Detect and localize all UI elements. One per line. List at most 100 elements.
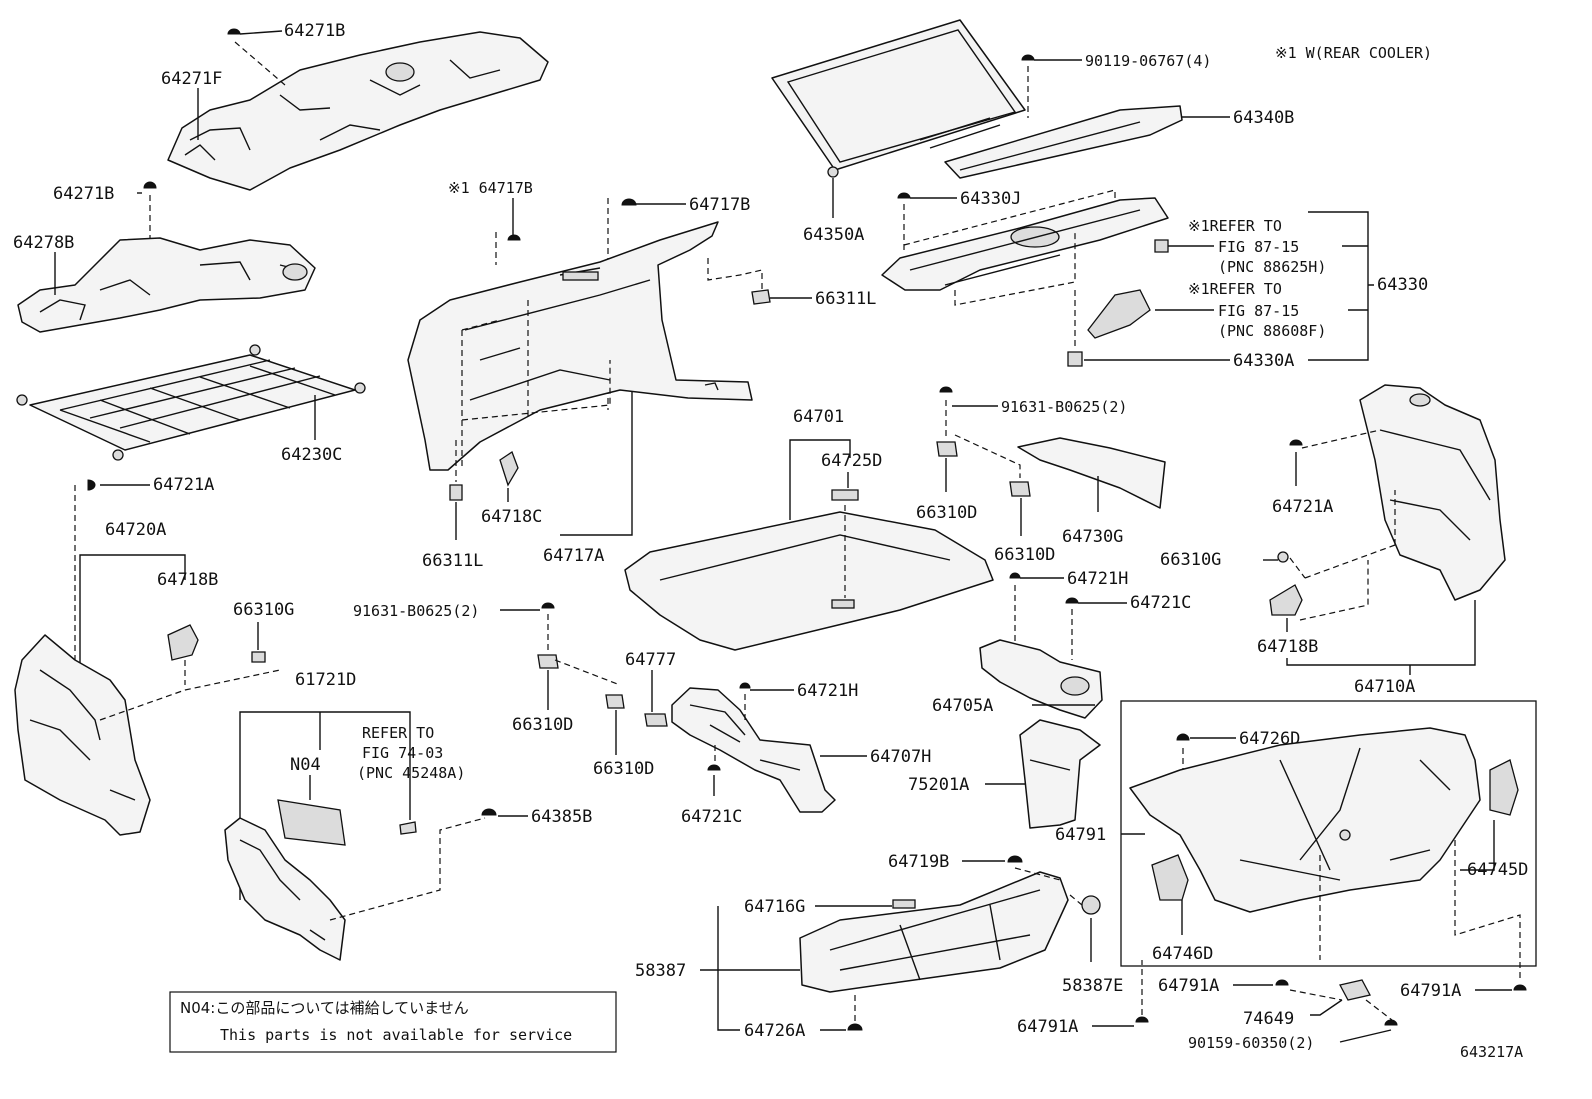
label-91631-b: 91631-B0625(2) bbox=[1001, 398, 1127, 416]
label-64730G: 64730G bbox=[1062, 527, 1123, 547]
part-61721D-shape bbox=[224, 817, 346, 961]
label-64718B-l: 64718B bbox=[157, 570, 218, 590]
note-rear-cooler: ※1 W(REAR COOLER) bbox=[1275, 44, 1432, 62]
footnote-box bbox=[169, 991, 617, 1053]
clip-64717B-a bbox=[507, 234, 521, 241]
clip-64717B-b bbox=[621, 198, 637, 206]
footnote-line2: This parts is not available for service bbox=[220, 1026, 572, 1044]
label-90159: 90159-60350(2) bbox=[1188, 1034, 1314, 1052]
part-64717A-shape bbox=[407, 221, 753, 471]
clip-64719B bbox=[1007, 855, 1023, 863]
label-90119: 90119-06767(4) bbox=[1085, 52, 1211, 70]
clip-64721C-b bbox=[1065, 597, 1079, 604]
clip-64330J bbox=[897, 192, 911, 199]
part-88608F-shape bbox=[1087, 289, 1151, 339]
label-64278B: 64278B bbox=[13, 233, 74, 253]
leader-64271B-a bbox=[234, 41, 286, 86]
label-64777: 64777 bbox=[625, 650, 676, 670]
label-64721C-b: 64721C bbox=[1130, 593, 1191, 613]
drawing-code: 643217A bbox=[1460, 1043, 1523, 1061]
clip-64385B bbox=[481, 808, 497, 816]
part-74649-shape bbox=[1339, 979, 1371, 1001]
part-64746D-shape bbox=[1151, 854, 1189, 901]
label-91631-a: 91631-B0625(2) bbox=[353, 602, 479, 620]
ref1-line1: ※1REFER TO bbox=[1188, 217, 1282, 235]
clip-66310D-c bbox=[936, 441, 958, 457]
part-75201A-shape bbox=[1019, 719, 1101, 829]
ref2-line2: FIG 87-15 bbox=[1218, 302, 1299, 320]
part-64340B-shape bbox=[944, 105, 1183, 179]
label-64745D: 64745D bbox=[1467, 860, 1528, 880]
label-64330: 64330 bbox=[1377, 275, 1428, 295]
label-66310D-a: 66310D bbox=[512, 715, 573, 735]
label-64791A-c: 64791A bbox=[1400, 981, 1461, 1001]
label-64707H: 64707H bbox=[870, 747, 931, 767]
part-64271F-shape bbox=[167, 31, 549, 191]
part-64718B-l-grille bbox=[167, 624, 199, 661]
ref3-line3: (PNC 45248A) bbox=[357, 764, 465, 782]
label-64717A: 64717A bbox=[543, 546, 604, 566]
label-64721C-a: 64721C bbox=[681, 807, 742, 827]
label-66310D-c: 66310D bbox=[916, 503, 977, 523]
label-64716G: 64716G bbox=[744, 897, 805, 917]
label-64710A: 64710A bbox=[1354, 677, 1415, 697]
part-64720A-shape bbox=[14, 634, 151, 836]
label-64721H-a: 64721H bbox=[797, 681, 858, 701]
clip-64271B-a bbox=[227, 28, 241, 35]
clip-64721C-a bbox=[707, 764, 721, 771]
ref2-line1: ※1REFER TO bbox=[1188, 280, 1282, 298]
part-64745D-shape bbox=[1489, 759, 1519, 816]
label-64719B: 64719B bbox=[888, 852, 949, 872]
ref3-line2: FIG 74-03 bbox=[362, 744, 443, 762]
label-61721D: 61721D bbox=[295, 670, 356, 690]
clip-64271B-b bbox=[143, 181, 157, 189]
clip-66310G-l bbox=[251, 651, 266, 663]
clip-66310D-b bbox=[605, 694, 625, 709]
label-74649: 74649 bbox=[1243, 1009, 1294, 1029]
label-64726A: 64726A bbox=[744, 1021, 805, 1041]
label-64721H-b: 64721H bbox=[1067, 569, 1128, 589]
label-64718C: 64718C bbox=[481, 507, 542, 527]
ref1-line2: FIG 87-15 bbox=[1218, 238, 1299, 256]
label-64330J: 64330J bbox=[960, 189, 1021, 209]
part-64707H-shape bbox=[671, 687, 836, 813]
clip-66310D-d bbox=[1009, 481, 1031, 497]
part-64718B-r-grille bbox=[1269, 584, 1303, 616]
label-64385B: 64385B bbox=[531, 807, 592, 827]
screw-90119 bbox=[1021, 54, 1035, 61]
label-64717B-a: ※1 64717B bbox=[448, 179, 533, 197]
part-64278B-shape bbox=[17, 237, 316, 333]
label-64340B: 64340B bbox=[1233, 108, 1294, 128]
label-66311L-a: 66311L bbox=[815, 289, 876, 309]
ref3-line1: REFER TO bbox=[362, 724, 434, 742]
part-N04-net bbox=[277, 799, 346, 846]
part-64710A-shape bbox=[1359, 384, 1506, 601]
label-64271B-b: 64271B bbox=[53, 184, 114, 204]
clip-64726D bbox=[1176, 733, 1190, 741]
bolt-91631-b bbox=[939, 386, 953, 393]
label-64718B-r: 64718B bbox=[1257, 637, 1318, 657]
label-64705A: 64705A bbox=[932, 696, 993, 716]
label-64271F: 64271F bbox=[161, 69, 222, 89]
clip-66311L-a bbox=[751, 289, 771, 305]
clip-64791A-c bbox=[1513, 984, 1527, 991]
label-58387: 58387 bbox=[635, 961, 686, 981]
part-64330-shape bbox=[881, 197, 1169, 291]
clip-66310G-r bbox=[1277, 551, 1289, 563]
part-64230C-net bbox=[16, 344, 366, 461]
clip-64721A-l bbox=[87, 479, 96, 491]
clip-64726A bbox=[847, 1023, 863, 1031]
label-64791: 64791 bbox=[1055, 825, 1106, 845]
label-64350A: 64350A bbox=[803, 225, 864, 245]
label-66310G-l: 66310G bbox=[233, 600, 294, 620]
clip-66311L-b bbox=[449, 484, 463, 501]
ref1-line3: (PNC 88625H) bbox=[1218, 258, 1326, 276]
clip-64721H-a bbox=[739, 682, 751, 689]
part-64718C-shape bbox=[499, 451, 519, 487]
label-75201A: 75201A bbox=[908, 775, 969, 795]
label-64721A-r: 64721A bbox=[1272, 497, 1333, 517]
bolt-91631-a bbox=[541, 602, 555, 609]
clip-58387E bbox=[1081, 895, 1101, 915]
label-64271B-a: 64271B bbox=[284, 21, 345, 41]
part-64791-shape bbox=[1129, 727, 1481, 913]
